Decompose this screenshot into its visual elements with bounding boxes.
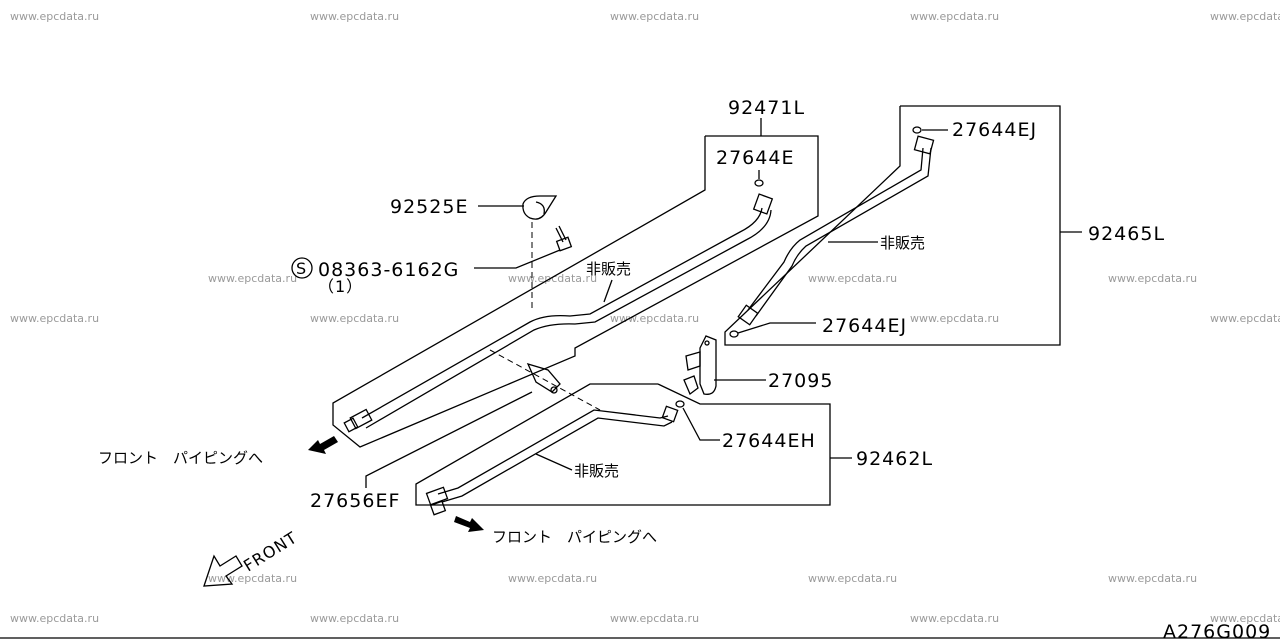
part-label-27644EJ-mid[interactable]: 27644EJ — [822, 315, 907, 337]
part-label-92462L[interactable]: 92462L — [856, 448, 933, 470]
leader-line — [365, 391, 533, 488]
watermark: www.epcdata.ru — [808, 272, 897, 285]
not-for-sale-label: 非販売 — [880, 234, 925, 252]
pipe-clamp — [526, 362, 561, 394]
part-label-27644E[interactable]: 27644E — [716, 147, 794, 169]
bracket-27095 — [683, 335, 766, 396]
watermark: www.epcdata.ru — [208, 572, 297, 585]
watermark: www.epcdata.ru — [1210, 10, 1280, 23]
watermark: www.epcdata.ru — [1210, 612, 1280, 625]
watermark: www.epcdata.ru — [1108, 572, 1197, 585]
group-outline — [415, 383, 831, 506]
front-arrow-icon — [203, 554, 243, 587]
clip-icon — [754, 179, 764, 187]
leader-line — [737, 322, 816, 334]
brake-pipe — [365, 209, 772, 429]
group-92465L — [724, 105, 1082, 346]
dashed-guide — [489, 349, 601, 411]
part-label-27644EH[interactable]: 27644EH — [722, 430, 816, 452]
watermark: www.epcdata.ru — [10, 312, 99, 325]
brake-pipe — [755, 147, 932, 317]
flare-nut-fitting — [752, 193, 774, 215]
bolt-08363 — [474, 225, 573, 269]
part-label-27644EJ-top[interactable]: 27644EJ — [952, 119, 1037, 141]
watermark: www.epcdata.ru — [310, 10, 399, 23]
part-label-27656EF[interactable]: 27656EF — [310, 490, 400, 512]
s-mark-letter: S — [296, 259, 307, 278]
flare-nut-fitting — [425, 405, 679, 516]
brake-pipe — [747, 147, 924, 311]
diagram-code: A276G009 — [1163, 621, 1271, 640]
brake-pipe — [361, 207, 763, 419]
leader-line — [474, 249, 561, 269]
leader-line — [603, 279, 613, 303]
group-92471L — [332, 118, 819, 448]
watermark: www.epcdata.ru — [310, 312, 399, 325]
clip-icon — [729, 330, 739, 338]
brake-pipe — [441, 417, 673, 503]
part-label-92525E[interactable]: 92525E — [390, 196, 468, 218]
front-label: FRONT — [240, 528, 301, 576]
part-label-92471L[interactable]: 92471L — [728, 97, 805, 119]
clip-icon — [912, 126, 922, 134]
front-piping-label-left: フロント パイピングへ — [98, 449, 263, 467]
watermark: www.epcdata.ru — [910, 612, 999, 625]
arrow-right-icon — [454, 516, 484, 532]
not-for-sale-label: 非販売 — [586, 260, 631, 278]
quantity-label: （1） — [318, 277, 363, 296]
watermark: www.epcdata.ru — [610, 10, 699, 23]
front-piping-label-bottom: フロント パイピングへ — [492, 528, 657, 546]
leader-line — [682, 407, 720, 441]
arrow-left-icon — [308, 436, 338, 454]
part-label-92465L[interactable]: 92465L — [1088, 223, 1165, 245]
watermark: www.epcdata.ru — [610, 312, 699, 325]
watermark: www.epcdata.ru — [808, 572, 897, 585]
flare-nut-fitting — [343, 408, 373, 433]
watermark: www.epcdata.ru — [208, 272, 297, 285]
watermark: www.epcdata.ru — [610, 612, 699, 625]
group-outline — [724, 105, 1061, 346]
watermark: www.epcdata.ru — [910, 10, 999, 23]
watermark: www.epcdata.ru — [910, 312, 999, 325]
watermark: www.epcdata.ru — [10, 10, 99, 23]
not-for-sale-label: 非販売 — [574, 462, 619, 480]
watermark: www.epcdata.ru — [10, 612, 99, 625]
group-92462L — [415, 383, 852, 516]
watermark: www.epcdata.ru — [1108, 272, 1197, 285]
s-mark-icon — [291, 257, 313, 279]
clip-icon — [675, 400, 685, 408]
leader-line — [535, 453, 573, 471]
watermark: www.epcdata.ru — [1210, 312, 1280, 325]
watermark: www.epcdata.ru — [310, 612, 399, 625]
group-outline — [332, 135, 819, 448]
watermark: www.epcdata.ru — [508, 272, 597, 285]
watermark: www.epcdata.ru — [508, 572, 597, 585]
flare-nut-fitting — [737, 135, 935, 326]
part-label-08363[interactable]: 08363-6162G — [318, 259, 459, 281]
part-label-27095[interactable]: 27095 — [768, 370, 833, 392]
bracket-92525E — [478, 195, 558, 220]
